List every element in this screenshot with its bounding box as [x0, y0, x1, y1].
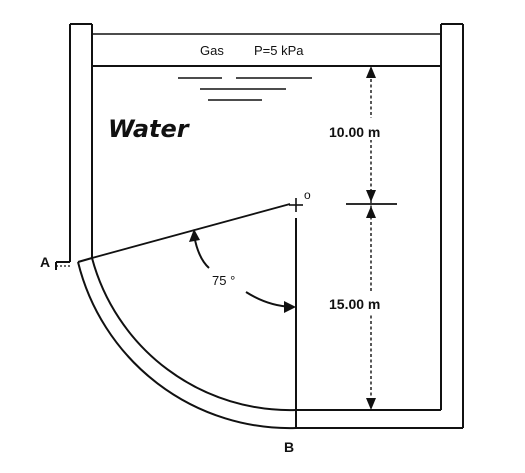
- angle-arrowhead-right: [284, 301, 296, 313]
- fluid-label: Water: [108, 115, 191, 143]
- curved-gate: [77, 257, 297, 430]
- dim-arrow-mid-upper: [366, 190, 376, 202]
- angle-label: 75 °: [212, 273, 235, 288]
- gate-arc-inner: [91, 257, 297, 412]
- point-o-label: o: [304, 188, 311, 202]
- dim-arrow-bottom: [366, 398, 376, 410]
- lower-depth-label: 15.00 m: [329, 296, 380, 312]
- radius-to-a: [91, 203, 291, 259]
- angle-indicator: [189, 229, 296, 313]
- point-a-label: A: [40, 254, 50, 270]
- gate-arc-outer: [77, 261, 297, 430]
- dim-arrow-mid-lower: [366, 206, 376, 218]
- center-mark: [289, 198, 303, 212]
- angle-arrowhead-top: [189, 229, 200, 242]
- pressure-label: P=5 kPa: [254, 43, 304, 58]
- water-surface: [92, 65, 441, 101]
- gate-end-a: [77, 257, 93, 263]
- tank-frame: [55, 23, 464, 429]
- dim-arrow-top: [366, 66, 376, 78]
- point-b-label: B: [284, 439, 294, 455]
- gas-label: Gas: [200, 43, 224, 58]
- upper-depth-label: 10.00 m: [329, 124, 380, 140]
- depth-dimension: [328, 66, 404, 410]
